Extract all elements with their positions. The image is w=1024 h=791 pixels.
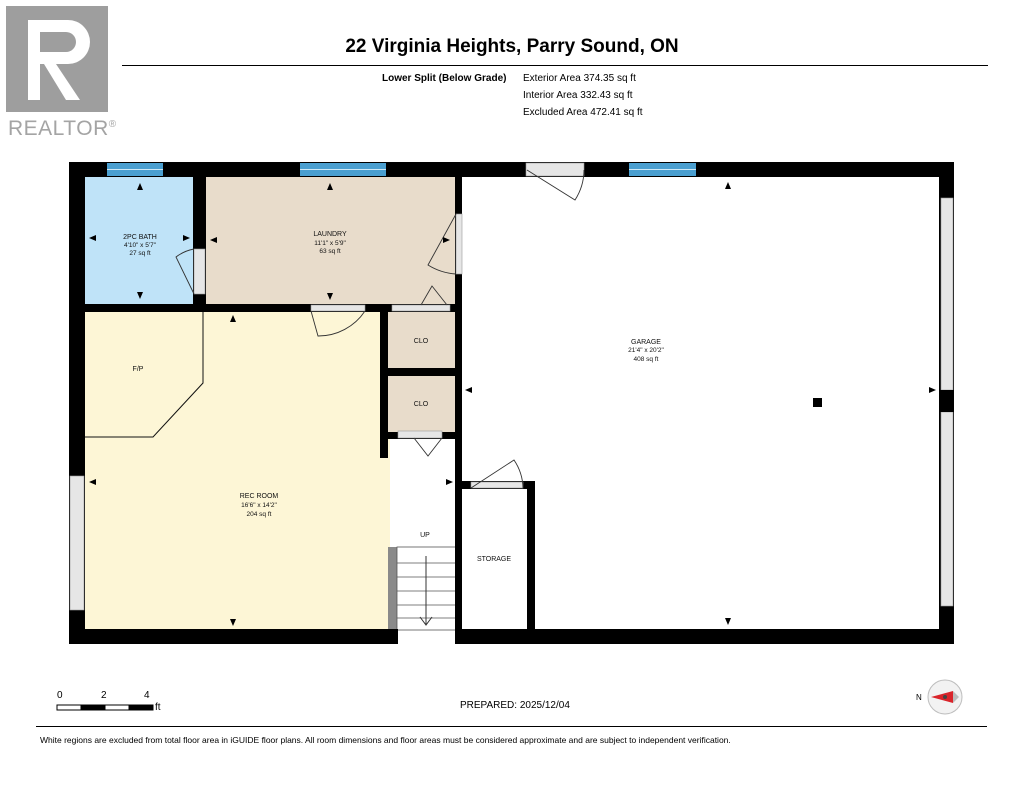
- rec-room-fill: [85, 311, 390, 629]
- property-address: 22 Virginia Heights, Parry Sound, ON: [345, 36, 679, 57]
- laundry-area: 63 sq ft: [319, 248, 341, 255]
- rec-room-area: 204 sq ft: [247, 511, 272, 518]
- realtor-logo: REALTOR®: [6, 6, 118, 140]
- door-swings: [175, 169, 585, 489]
- bath-fill: [85, 177, 195, 304]
- scale-tick-4: 4: [144, 690, 150, 701]
- closet-2-label: CLO: [414, 401, 429, 408]
- realtor-wordmark: REALTOR®: [8, 117, 117, 140]
- floor-label: Lower Split (Below Grade): [382, 73, 507, 84]
- storage-label: STORAGE: [477, 556, 511, 563]
- floor-plan: 2PC BATH 4'10" x 5'7" 27 sq ft LAUNDRY 1…: [69, 162, 954, 644]
- scale-tick-2: 2: [101, 690, 107, 701]
- disclaimer: White regions are excluded from total fl…: [40, 735, 731, 745]
- laundry-dims: 11'1" x 5'9": [314, 240, 346, 247]
- closet-2-fill: [388, 376, 456, 433]
- rec-room-dims: 16'6" x 14'2": [241, 502, 277, 509]
- stairs-label: UP: [420, 532, 430, 539]
- bath-dims: 4'10" x 5'7": [124, 242, 157, 249]
- footer-divider: [36, 726, 987, 727]
- openings: [69, 162, 954, 611]
- exterior-area: Exterior Area 374.35 sq ft: [523, 73, 636, 84]
- prepared-date: PREPARED: 2025/12/04: [460, 700, 570, 711]
- garage-dims: 21'4" x 20'2": [628, 347, 664, 354]
- excluded-area: Excluded Area 472.41 sq ft: [523, 107, 643, 118]
- scale-bar: [56, 704, 154, 711]
- compass-north-label: N: [916, 693, 922, 702]
- laundry-name: LAUNDRY: [313, 231, 347, 238]
- closet-1-label: CLO: [414, 338, 429, 345]
- direction-arrows: [89, 182, 936, 626]
- garage-area: 408 sq ft: [634, 356, 659, 363]
- compass-icon: [927, 679, 963, 715]
- scale-unit: ft: [155, 702, 161, 713]
- rec-room-name: REC ROOM: [240, 493, 279, 500]
- realtor-logo-mark: [6, 6, 108, 112]
- interior-area: Interior Area 332.43 sq ft: [523, 90, 633, 101]
- bath-area: 27 sq ft: [129, 250, 151, 257]
- header-divider: [122, 65, 988, 66]
- garage-name: GARAGE: [631, 339, 661, 346]
- closet-1-fill: [388, 311, 456, 369]
- laundry-fill: [206, 177, 456, 305]
- windows: [107, 163, 696, 176]
- fireplace-outline: [85, 311, 204, 438]
- bath-name: 2PC BATH: [123, 234, 157, 241]
- scale-tick-0: 0: [57, 690, 63, 701]
- fireplace-label: F/P: [133, 366, 144, 373]
- stairs: [388, 546, 457, 631]
